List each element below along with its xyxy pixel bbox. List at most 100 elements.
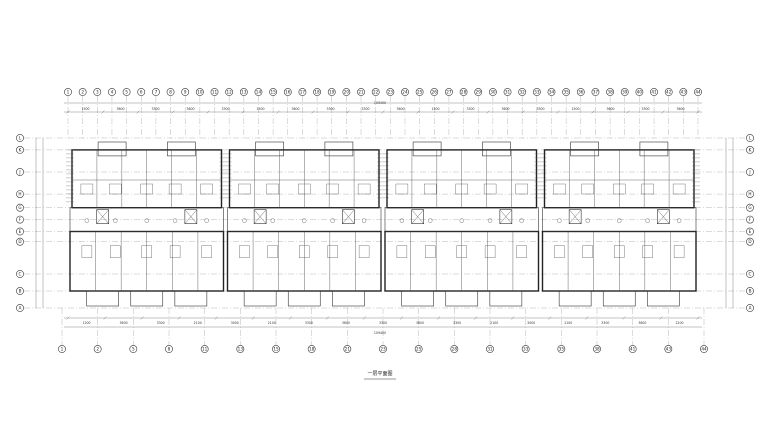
bed [140, 183, 153, 195]
table [585, 218, 590, 223]
dimension-tick [66, 110, 70, 114]
dimension-value: 3300 [305, 321, 313, 325]
sofa [201, 245, 212, 258]
dimension-value: 3600 [638, 321, 646, 325]
dimension-tick [276, 110, 280, 114]
dimension-tick [585, 316, 589, 320]
dimension-value: 3600 [186, 107, 194, 111]
column-axis-bubble [371, 88, 380, 96]
table [172, 218, 178, 223]
column-axis-bubble [283, 88, 292, 96]
row-axis-label: D [18, 239, 21, 244]
column-axis-label: 7 [155, 90, 158, 95]
column-axis-label: 37 [593, 90, 599, 95]
dimension-value: 3300 [326, 107, 334, 111]
column-axis-bubble [664, 345, 673, 353]
column-axis-label: 21 [358, 90, 364, 95]
column-axis-label: 31 [487, 347, 493, 352]
dimension-value: 3600 [501, 107, 509, 111]
table [302, 218, 307, 223]
row-axis-label: L [19, 136, 22, 141]
row-axis-bubble [746, 237, 754, 246]
bed [395, 183, 409, 195]
row-axis-label: G [748, 205, 751, 210]
dimension-tick [103, 316, 107, 320]
bed [200, 183, 213, 195]
column-axis-label: 28 [452, 347, 458, 352]
dimension-tick [381, 110, 385, 114]
sofa [110, 245, 121, 258]
column-axis-label: 11 [212, 90, 218, 95]
column-axis-bubble [547, 88, 556, 96]
row-axis-label: D [748, 239, 751, 244]
elevator-cross [568, 209, 582, 224]
bed [326, 183, 339, 195]
column-axis-bubble [342, 88, 351, 96]
column-axis-label: 32 [520, 90, 526, 95]
dimension-tick [346, 110, 350, 114]
table [459, 218, 464, 223]
dimension-value: 2100 [564, 321, 572, 325]
column-axis-label: 22 [373, 90, 379, 95]
elevator-cross [499, 209, 513, 224]
sofa [456, 245, 467, 258]
column-axis-bubble [313, 88, 321, 96]
table [330, 218, 335, 223]
row-axis-label: B [749, 289, 752, 294]
bed [672, 183, 686, 195]
column-axis-label: 2 [96, 347, 99, 352]
dimension-tick [206, 110, 210, 114]
column-axis-bubble [445, 88, 453, 96]
balcony-bottom [647, 290, 680, 307]
column-axis-bubble [272, 345, 280, 353]
row-axis-bubble [746, 145, 754, 154]
sofa [673, 245, 685, 258]
elevator-shaft [342, 209, 355, 224]
dimension-tick [556, 110, 560, 114]
dimension-tick [626, 110, 630, 114]
column-axis-bubble [166, 88, 175, 96]
column-axis-bubble [459, 88, 468, 96]
dimension-value: 2100 [194, 321, 202, 325]
balcony-top [412, 141, 442, 157]
elevator-cross [411, 209, 424, 224]
dimension-tick [241, 110, 245, 114]
elevator-cross [342, 209, 355, 224]
dimension-value: 3300 [601, 321, 609, 325]
balcony-bottom [287, 290, 321, 307]
bed [483, 183, 497, 195]
sofa [81, 245, 93, 258]
column-axis-label: 35 [559, 347, 565, 352]
sofa [239, 245, 250, 258]
balcony-bottom [130, 290, 164, 307]
column-axis-bubble [486, 345, 494, 353]
column-axis-label: 23 [388, 90, 394, 95]
row-axis-label: J [18, 170, 20, 175]
column-axis-bubble [254, 88, 263, 96]
bed [357, 183, 371, 195]
sofa [396, 245, 408, 258]
dimension-value: 2100 [268, 321, 276, 325]
table [676, 218, 682, 223]
row-axis-label: K [19, 147, 22, 152]
row-axis-bubble [16, 168, 24, 176]
column-axis-label: 44 [695, 90, 701, 95]
table [487, 218, 493, 223]
column-axis-label: 9 [184, 90, 187, 95]
column-axis-label: 5 [125, 90, 128, 95]
column-axis-bubble [576, 88, 585, 96]
row-axis-label: A [749, 306, 752, 311]
column-axis-bubble [152, 88, 160, 96]
row-axis-label: L [749, 136, 752, 141]
dimension-tick [486, 110, 490, 114]
table [645, 218, 650, 223]
column-axis-bubble [357, 88, 365, 96]
overall-dimension-top: 109400 [374, 101, 386, 105]
row-axis-bubble [16, 145, 24, 154]
dimension-value: 1500 [431, 107, 439, 111]
balcony-bottom [401, 290, 434, 307]
column-axis-label: 17 [300, 90, 306, 95]
row-axis-label: H [18, 192, 21, 197]
